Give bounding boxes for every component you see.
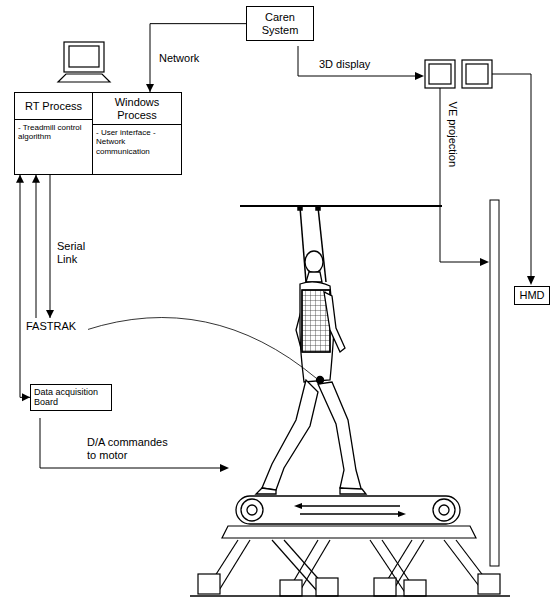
connector-line: [50, 175, 51, 318]
box-heading: RT Process: [15, 93, 92, 120]
arrowhead: [415, 72, 424, 80]
arrowhead: [32, 175, 40, 183]
projection-line: [440, 88, 482, 262]
text-label: 3D display: [318, 58, 400, 71]
arrowhead: [220, 464, 229, 472]
arrowhead: [398, 511, 406, 517]
box-column: Windows Process- User interface - Networ…: [93, 93, 181, 174]
sensor-cable: [86, 318, 316, 379]
node-text: HMD: [517, 289, 547, 302]
connector-line: [150, 24, 246, 92]
connector: [32, 175, 40, 318]
box-body: - Treadmill control algorithm: [15, 120, 92, 159]
hexapod-platform: [190, 526, 510, 596]
connector: [46, 175, 54, 318]
monitor-icons: [425, 60, 492, 88]
motor-command-line: [40, 418, 222, 468]
box-column: RT Process- Treadmill control algorithm: [15, 93, 93, 174]
computer-icon: [58, 42, 110, 82]
label-box: Caren System: [246, 6, 314, 41]
arrowhead: [46, 310, 54, 318]
arrowhead: [22, 393, 30, 401]
box-body: - User interface - Network communication: [93, 125, 181, 174]
connector: [146, 24, 246, 92]
text-label: D/A commandes to motor: [86, 436, 180, 461]
connector: [16, 175, 30, 402]
display-line: [298, 46, 418, 76]
arrowhead: [527, 276, 535, 285]
node-text: Caren System: [250, 11, 310, 36]
label-box: Data acquisition Board: [30, 384, 112, 411]
edge-label: Serial Link: [56, 240, 98, 265]
body-weight-support: [240, 206, 442, 282]
node-text: Data acquisition Board: [34, 387, 108, 408]
walking-person: [256, 251, 366, 494]
connector-line: [36, 175, 37, 318]
arrowhead: [480, 258, 489, 266]
node-text: FASTRAK: [26, 320, 86, 333]
connector-line: [20, 175, 30, 398]
label-box: HMD: [514, 286, 550, 305]
edge-label: Network: [158, 52, 200, 65]
label-box: FASTRAK: [24, 318, 88, 335]
treadmill: [236, 496, 460, 524]
arrowhead: [146, 84, 154, 92]
arrowhead: [16, 175, 24, 183]
arrowhead: [294, 503, 302, 509]
projection-screen: [490, 200, 499, 566]
text-label: VE projection: [447, 90, 460, 178]
box-heading: Windows Process: [93, 93, 181, 125]
process-box: RT Process- Treadmill control algorithmW…: [14, 92, 182, 175]
